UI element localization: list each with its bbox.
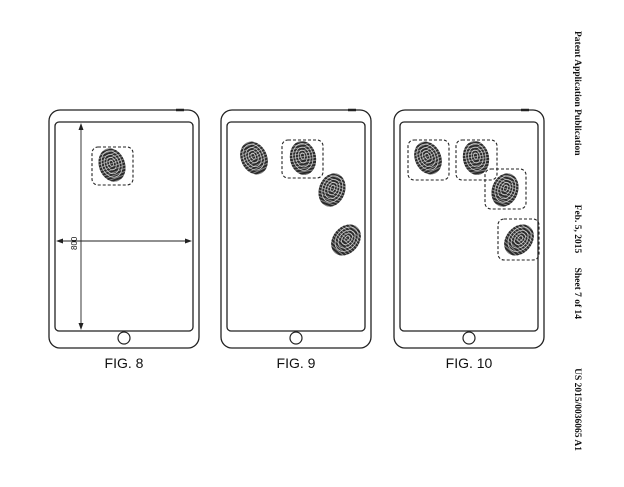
fig8-home-button [117, 331, 131, 345]
fig9-dashed-selection-box [281, 139, 324, 179]
fig9-home-button [289, 331, 303, 345]
fig8-fingerprint-icon [93, 144, 131, 186]
fig8-tablet: 800 [48, 108, 200, 349]
fig9-tablet [220, 108, 372, 349]
fig10-fingerprint-icon-2 [459, 138, 493, 178]
fig10-dashed-selection-box-3 [484, 168, 527, 210]
fig9-fingerprint-icon-3 [313, 169, 351, 211]
fig8-dashed-selection-box [91, 146, 134, 186]
fig9-fingerprint-icon-4 [324, 218, 368, 262]
fig10-fingerprint-icon-3 [486, 169, 524, 211]
fig10-fingerprint-icon-4 [497, 218, 541, 262]
fig9-fingerprint-icon-2 [286, 138, 320, 178]
fig10-fingerprint-icon-1 [408, 136, 448, 180]
fig8-arrowhead-left [56, 238, 63, 244]
publication-number: US 2015/0036065 A1 [572, 368, 582, 451]
publication-title: Patent Application Publication [572, 31, 582, 156]
sheet-number: Sheet 7 of 14 [572, 267, 582, 320]
publication-date: Feb. 5, 2015 [572, 204, 582, 254]
fig10-dashed-selection-box-4 [497, 218, 540, 261]
fig9-tablet-screen [226, 121, 366, 332]
fig8-caption: FIG. 8 [104, 355, 144, 371]
fig10-tablet-screen [399, 121, 539, 332]
fig9-caption: FIG. 9 [276, 355, 316, 371]
fig10-tablet [393, 108, 545, 349]
fig8-arrowhead-right [185, 238, 192, 244]
fig8-arrowhead-bottom [78, 323, 84, 330]
fig10-tablet-body [393, 109, 545, 349]
fig10-caption: FIG. 10 [445, 355, 493, 371]
fig10-dashed-selection-box-2 [455, 139, 498, 181]
fig8-arrowhead-top [78, 123, 84, 130]
fig10-home-button [462, 331, 476, 345]
fig8-tablet-body [48, 109, 200, 349]
fig9-fingerprint-icon-1 [234, 136, 274, 180]
fig9-tablet-body [220, 109, 372, 349]
fig8-dimension-label: 800 [70, 236, 79, 250]
fig10-dashed-selection-box-1 [407, 139, 450, 181]
fig8-tablet-screen [54, 121, 194, 332]
